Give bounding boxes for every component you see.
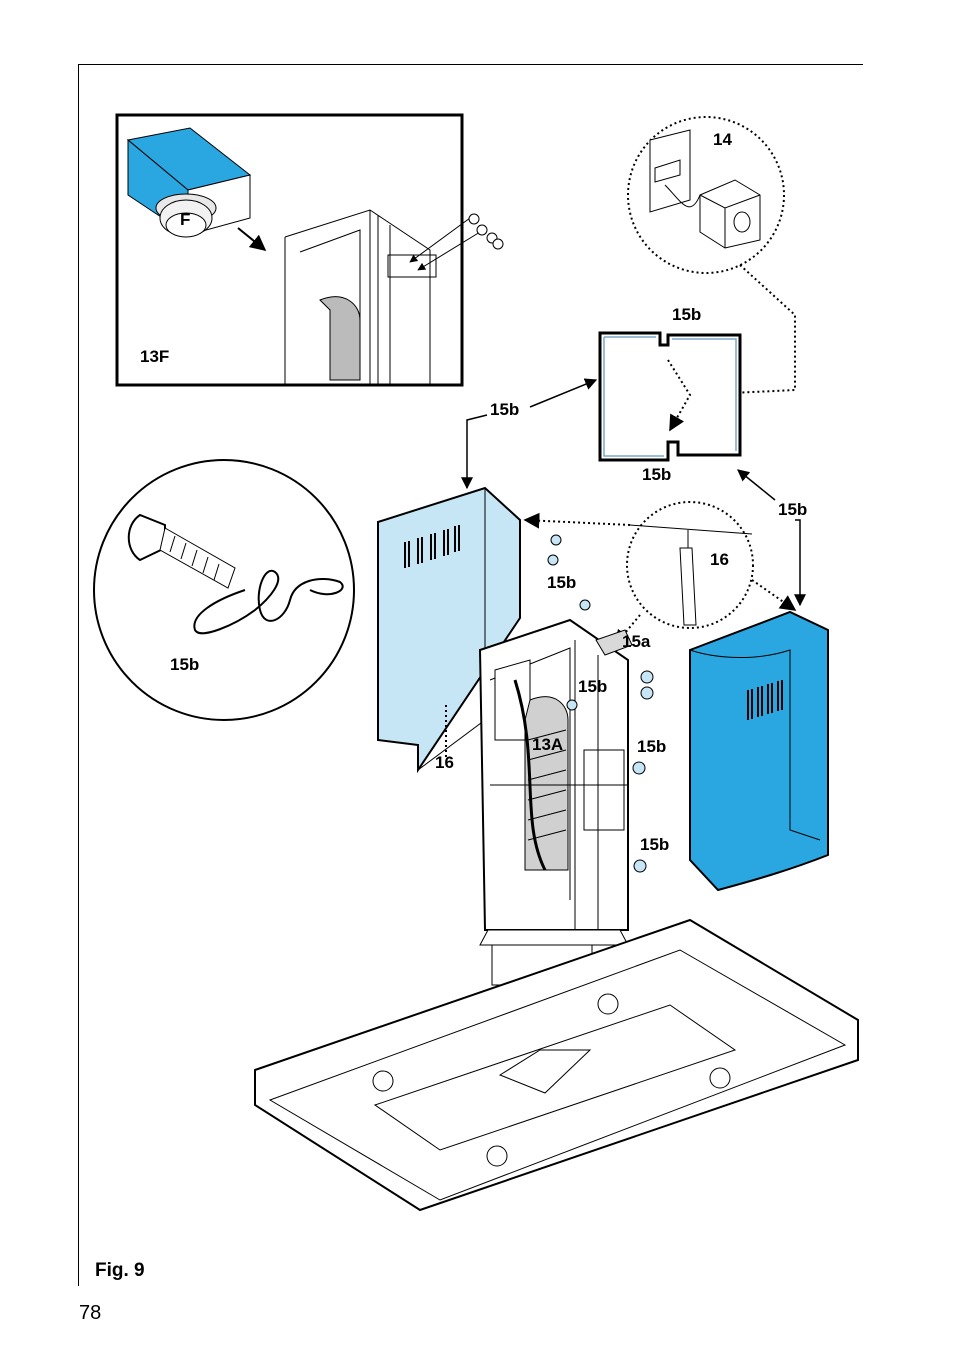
- right-screw-low-label: 15b: [640, 835, 669, 854]
- left-screws: 15b: [547, 534, 591, 611]
- inset-13f-label: 13F: [140, 347, 169, 366]
- page-number: 78: [79, 1302, 102, 1324]
- hood-canopy: [254, 918, 859, 1212]
- frame-top-rule: [78, 64, 863, 65]
- right-cover-panel: [689, 610, 829, 892]
- left-screws-label: 15b: [547, 573, 576, 592]
- bracket-bottom-label: 15b: [642, 465, 671, 484]
- central-chimney: 15a 15b 13A: [478, 618, 651, 986]
- clip-15a-label: 15a: [622, 632, 651, 651]
- arrow-left-panel: 15b: [461, 378, 598, 490]
- inset-13f: F 13F: [115, 113, 504, 387]
- detail-16: 16: [523, 501, 797, 647]
- center-screw-label: 15b: [578, 677, 607, 696]
- inset-f-label: F: [180, 210, 190, 229]
- right-screw-mid-label: 15b: [637, 737, 666, 756]
- wiring-13a-label: 13A: [532, 735, 563, 754]
- frame-left-rule: [78, 64, 79, 1286]
- detail-14-label: 14: [713, 130, 732, 149]
- right-screws: 15b 15b: [632, 670, 669, 873]
- detail-14: 14: [627, 116, 796, 396]
- bracket-15b: 15b 15b: [598, 305, 742, 484]
- arrow-left-panel-label: 15b: [490, 400, 519, 419]
- screw-detail-label: 15b: [170, 655, 199, 674]
- detail-16-label: 16: [710, 550, 729, 569]
- bracket-top-label: 15b: [672, 305, 701, 324]
- screw-detail: 15b: [93, 459, 355, 721]
- left-16-label: 16: [435, 753, 454, 772]
- arrow-right-panel-label: 15b: [778, 500, 807, 519]
- figure-caption: Fig. 9: [95, 1260, 145, 1281]
- arrow-right-panel: 15b: [737, 469, 807, 607]
